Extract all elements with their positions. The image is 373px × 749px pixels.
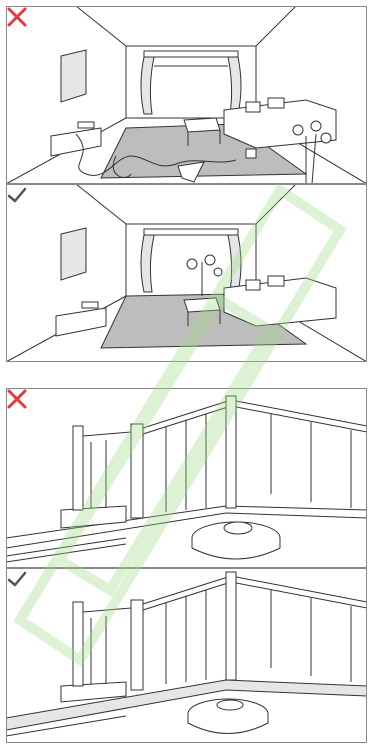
panel-room-cluttered [6, 6, 367, 184]
stairs-no-barrier-illustration [6, 388, 367, 568]
cross-icon [6, 388, 28, 410]
stairs-with-barrier-illustration [6, 568, 367, 743]
panel-stairs-no-barrier [6, 388, 367, 568]
panel-stairs-with-barrier [6, 568, 367, 743]
check-icon [6, 568, 28, 590]
panel-room-tidy [6, 184, 367, 362]
check-icon [6, 184, 28, 206]
room-tidy-illustration [6, 184, 367, 362]
cross-icon [6, 6, 28, 28]
room-cluttered-illustration [6, 6, 367, 184]
